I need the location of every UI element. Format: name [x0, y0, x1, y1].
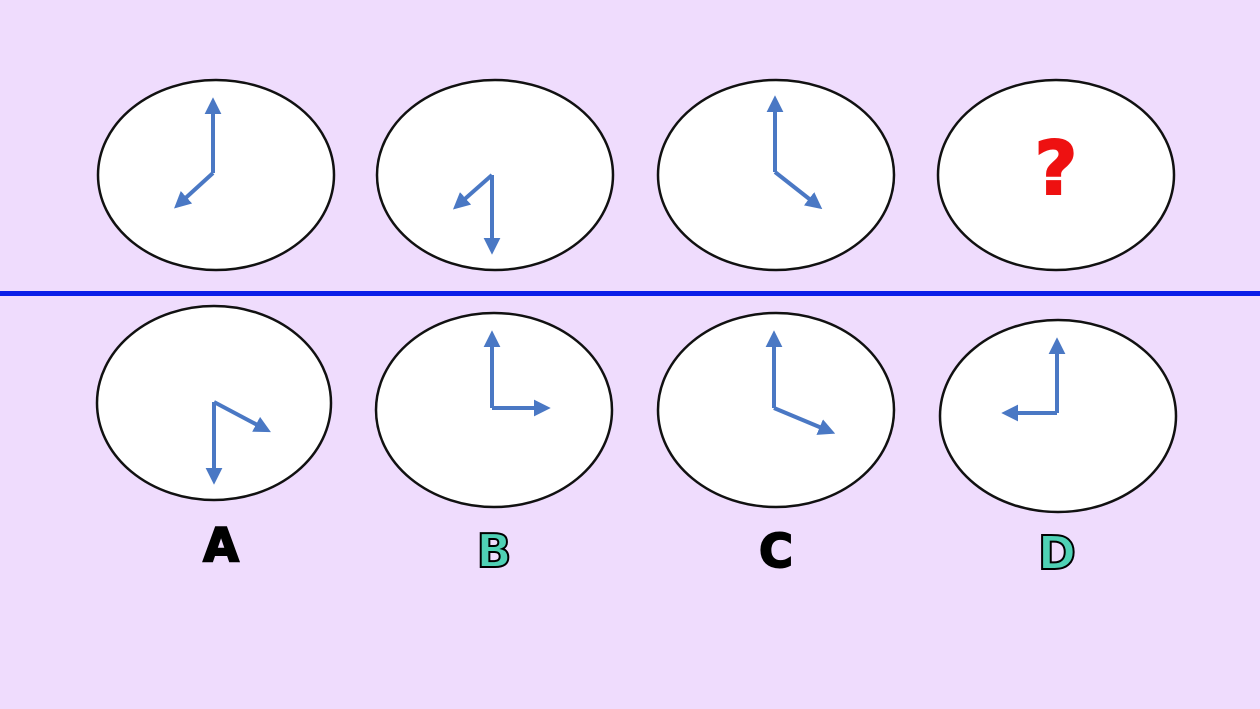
divider-line	[0, 291, 1260, 296]
option-clock-b[interactable]	[374, 311, 614, 509]
option-label-d[interactable]: D	[1037, 526, 1077, 580]
option-label-b[interactable]: B	[475, 524, 512, 578]
sequence-clock-3	[656, 78, 896, 272]
hour-hand-icon	[773, 170, 823, 210]
hour-hand-icon	[773, 406, 836, 435]
sequence-clock-2	[375, 78, 615, 272]
sequence-clock-1	[96, 78, 336, 272]
option-label-a[interactable]: A	[202, 518, 240, 572]
hour-hand-icon	[213, 400, 271, 433]
hour-hand-icon	[174, 171, 215, 209]
sequence-clock-unknown	[936, 78, 1176, 272]
option-clock-c[interactable]	[656, 311, 896, 509]
hour-hand-icon	[452, 173, 494, 210]
option-label-c[interactable]: C	[758, 524, 794, 578]
question-mark-icon: ?	[1034, 126, 1079, 212]
option-clock-d[interactable]	[938, 318, 1178, 514]
option-clock-a[interactable]	[95, 304, 333, 502]
